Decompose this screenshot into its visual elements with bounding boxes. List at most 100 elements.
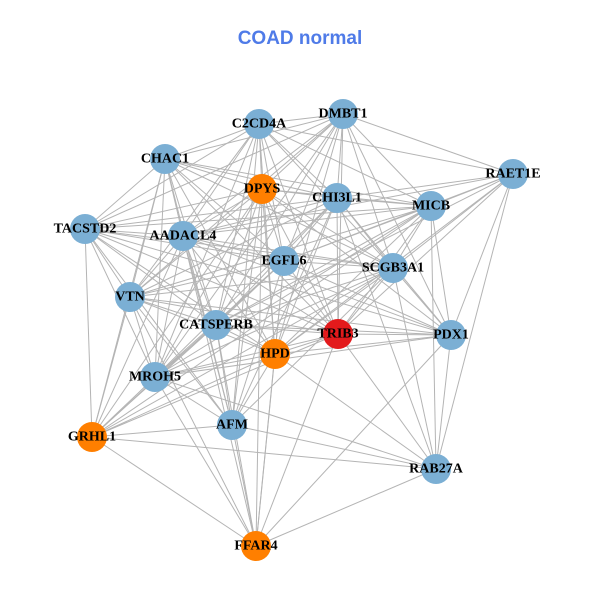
node-label: AADACL4	[150, 229, 217, 244]
node-label: CHI3L1	[312, 191, 362, 206]
edge-tacstd2-grhl1	[84, 228, 93, 438]
edge-tacstd2-scgb3a1	[84, 228, 394, 269]
node-circle[interactable]	[260, 339, 290, 369]
edge-c2cd4a-raet1e	[258, 123, 514, 175]
edge-micb-hpd	[274, 205, 432, 355]
edge-dmbt1-vtn	[129, 113, 344, 298]
node-circle[interactable]	[150, 144, 180, 174]
node-circle[interactable]	[168, 221, 198, 251]
edge-chac1-scgb3a1	[164, 158, 394, 269]
node-mroh5[interactable]: MROH5	[129, 362, 181, 392]
node-circle[interactable]	[244, 109, 274, 139]
node-label: CATSPERB	[179, 318, 253, 333]
node-hpd[interactable]: HPD	[260, 339, 290, 369]
edge-dmbt1-trib3	[337, 113, 344, 335]
edge-raet1e-catsperb	[215, 173, 514, 326]
node-circle[interactable]	[416, 191, 446, 221]
node-dmbt1[interactable]: DMBT1	[319, 99, 368, 129]
edge-dmbt1-catsperb	[215, 113, 344, 326]
edge-micb-egfl6	[283, 205, 432, 262]
node-chac1[interactable]: CHAC1	[141, 144, 189, 174]
edge-chi3l1-raet1e	[336, 173, 514, 199]
node-tacstd2[interactable]: TACSTD2	[54, 214, 117, 244]
edge-aadacl4-pdx1	[182, 235, 452, 336]
edge-aadacl4-hpd	[182, 235, 276, 355]
edge-rab27a-ffar4	[255, 468, 437, 547]
edge-vtn-ffar4	[129, 296, 257, 547]
edge-scgb3a1-afm	[231, 267, 394, 426]
edge-c2cd4a-afm	[231, 123, 260, 426]
node-label: TRIB3	[317, 327, 358, 342]
edge-c2cd4a-chac1	[164, 123, 260, 160]
edge-c2cd4a-chi3l1	[258, 123, 338, 199]
edge-aadacl4-ffar4	[182, 235, 257, 547]
node-circle[interactable]	[436, 320, 466, 350]
node-label: C2CD4A	[232, 117, 287, 132]
edge-vtn-trib3	[129, 296, 339, 335]
edge-mroh5-rab27a	[154, 376, 437, 470]
edge-tacstd2-catsperb	[84, 228, 217, 326]
node-circle[interactable]	[421, 454, 451, 484]
edge-scgb3a1-rab27a	[392, 267, 437, 470]
node-circle[interactable]	[269, 246, 299, 276]
node-label: RAB27A	[409, 462, 464, 477]
node-rab27a[interactable]: RAB27A	[409, 454, 464, 484]
node-circle[interactable]	[241, 531, 271, 561]
edge-micb-grhl1	[91, 205, 432, 438]
node-aadacl4[interactable]: AADACL4	[150, 221, 217, 251]
node-circle[interactable]	[70, 214, 100, 244]
node-trib3[interactable]: TRIB3	[317, 319, 359, 349]
node-micb[interactable]: MICB	[412, 191, 450, 221]
node-pdx1[interactable]: PDX1	[433, 320, 469, 350]
node-circle[interactable]	[328, 99, 358, 129]
edge-dmbt1-mroh5	[154, 113, 344, 378]
edge-dpys-scgb3a1	[261, 188, 394, 269]
node-dpys[interactable]: DPYS	[244, 174, 281, 204]
edge-aadacl4-egfl6	[182, 235, 285, 262]
edge-dmbt1-raet1e	[342, 113, 514, 175]
node-circle[interactable]	[115, 282, 145, 312]
edge-hpd-ffar4	[255, 353, 276, 547]
edge-mroh5-afm	[154, 376, 233, 426]
edge-pdx1-mroh5	[154, 334, 452, 378]
edge-chac1-chi3l1	[164, 158, 338, 199]
edge-c2cd4a-aadacl4	[182, 123, 260, 237]
node-egfl6[interactable]: EGFL6	[261, 246, 307, 276]
edge-vtn-pdx1	[129, 296, 452, 336]
edge-trib3-pdx1	[337, 333, 452, 336]
node-circle[interactable]	[217, 410, 247, 440]
node-circle[interactable]	[323, 319, 353, 349]
node-circle[interactable]	[140, 362, 170, 392]
node-circle[interactable]	[77, 422, 107, 452]
edge-afm-ffar4	[231, 424, 257, 547]
edge-chac1-hpd	[164, 158, 276, 355]
edge-chac1-dpys	[164, 158, 263, 190]
edge-chac1-mroh5	[154, 158, 166, 378]
node-circle[interactable]	[322, 183, 352, 213]
node-catsperb[interactable]: CATSPERB	[179, 310, 253, 340]
edge-pdx1-ffar4	[255, 334, 452, 547]
node-circle[interactable]	[201, 310, 231, 340]
node-circle[interactable]	[378, 253, 408, 283]
node-grhl1[interactable]: GRHL1	[68, 422, 116, 452]
edge-egfl6-trib3	[283, 260, 339, 335]
node-raet1e[interactable]: RAET1E	[485, 159, 541, 189]
node-circle[interactable]	[247, 174, 277, 204]
edge-chi3l1-tacstd2	[84, 197, 338, 230]
edge-dpys-tacstd2	[84, 188, 263, 230]
node-c2cd4a[interactable]: C2CD4A	[232, 109, 287, 139]
edge-hpd-mroh5	[154, 353, 276, 378]
node-ffar4[interactable]: FFAR4	[234, 531, 278, 561]
edge-micb-tacstd2	[84, 205, 432, 230]
node-vtn[interactable]: VTN	[115, 282, 145, 312]
node-chi3l1[interactable]: CHI3L1	[312, 183, 362, 213]
edge-micb-catsperb	[215, 205, 432, 326]
edge-dpys-hpd	[261, 188, 276, 355]
edge-vtn-catsperb	[129, 296, 217, 326]
graph-title: COAD normal	[237, 28, 363, 49]
edge-vtn-grhl1	[91, 296, 131, 438]
node-circle[interactable]	[498, 159, 528, 189]
node-scgb3a1[interactable]: SCGB3A1	[362, 253, 424, 283]
node-afm[interactable]: AFM	[216, 410, 248, 440]
